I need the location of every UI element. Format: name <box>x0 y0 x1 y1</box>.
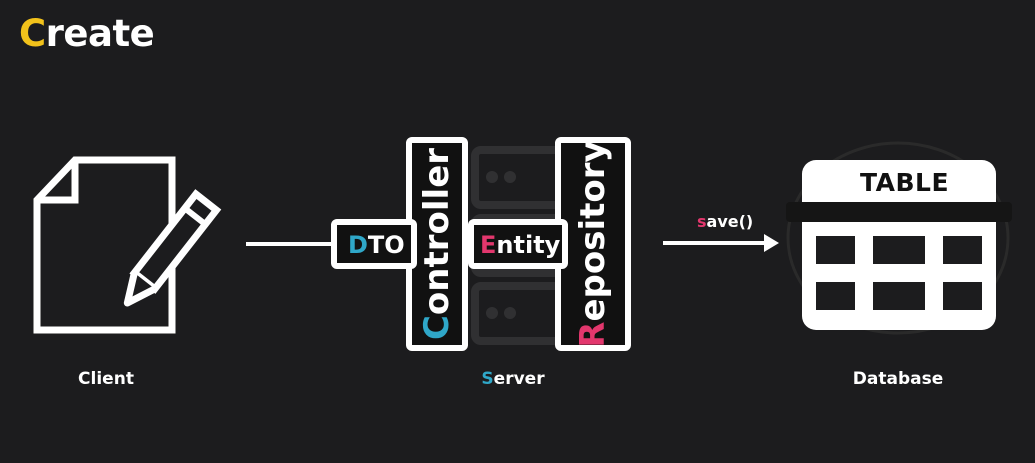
server-caption: Server <box>481 369 544 389</box>
database-caption: Database <box>852 369 944 389</box>
dto-box <box>331 219 417 269</box>
entity-rest: ntity <box>496 231 561 259</box>
title-accent-letter: C <box>19 12 46 55</box>
repository-rest: epository <box>573 140 613 322</box>
entity-label: Entity <box>480 233 560 257</box>
save-accent-letter: s <box>697 212 707 231</box>
dto-label: DTO <box>348 233 405 257</box>
save-arrow <box>663 234 779 252</box>
save-rest: ave() <box>706 212 754 231</box>
server-rest: erver <box>493 369 545 389</box>
controller-rest: ontroller <box>417 147 457 316</box>
client-caption: Client <box>78 369 134 389</box>
controller-label: Controller <box>417 147 457 341</box>
entity-accent-letter: E <box>480 231 497 259</box>
table-grid-icon <box>786 141 1012 335</box>
slide-title: Create <box>19 12 155 56</box>
save-method-label: save() <box>697 212 753 231</box>
title-rest: reate <box>45 12 155 55</box>
document-with-pencil-icon <box>33 156 222 334</box>
dto-rest: TO <box>367 231 405 259</box>
repository-label: Repository <box>573 140 613 348</box>
server-accent-letter: S <box>481 369 494 389</box>
table-label: TABLE <box>860 168 950 197</box>
dto-accent-letter: D <box>348 231 368 259</box>
repository-accent-letter: R <box>573 321 613 348</box>
entity-box <box>468 219 568 269</box>
controller-accent-letter: C <box>417 315 457 341</box>
